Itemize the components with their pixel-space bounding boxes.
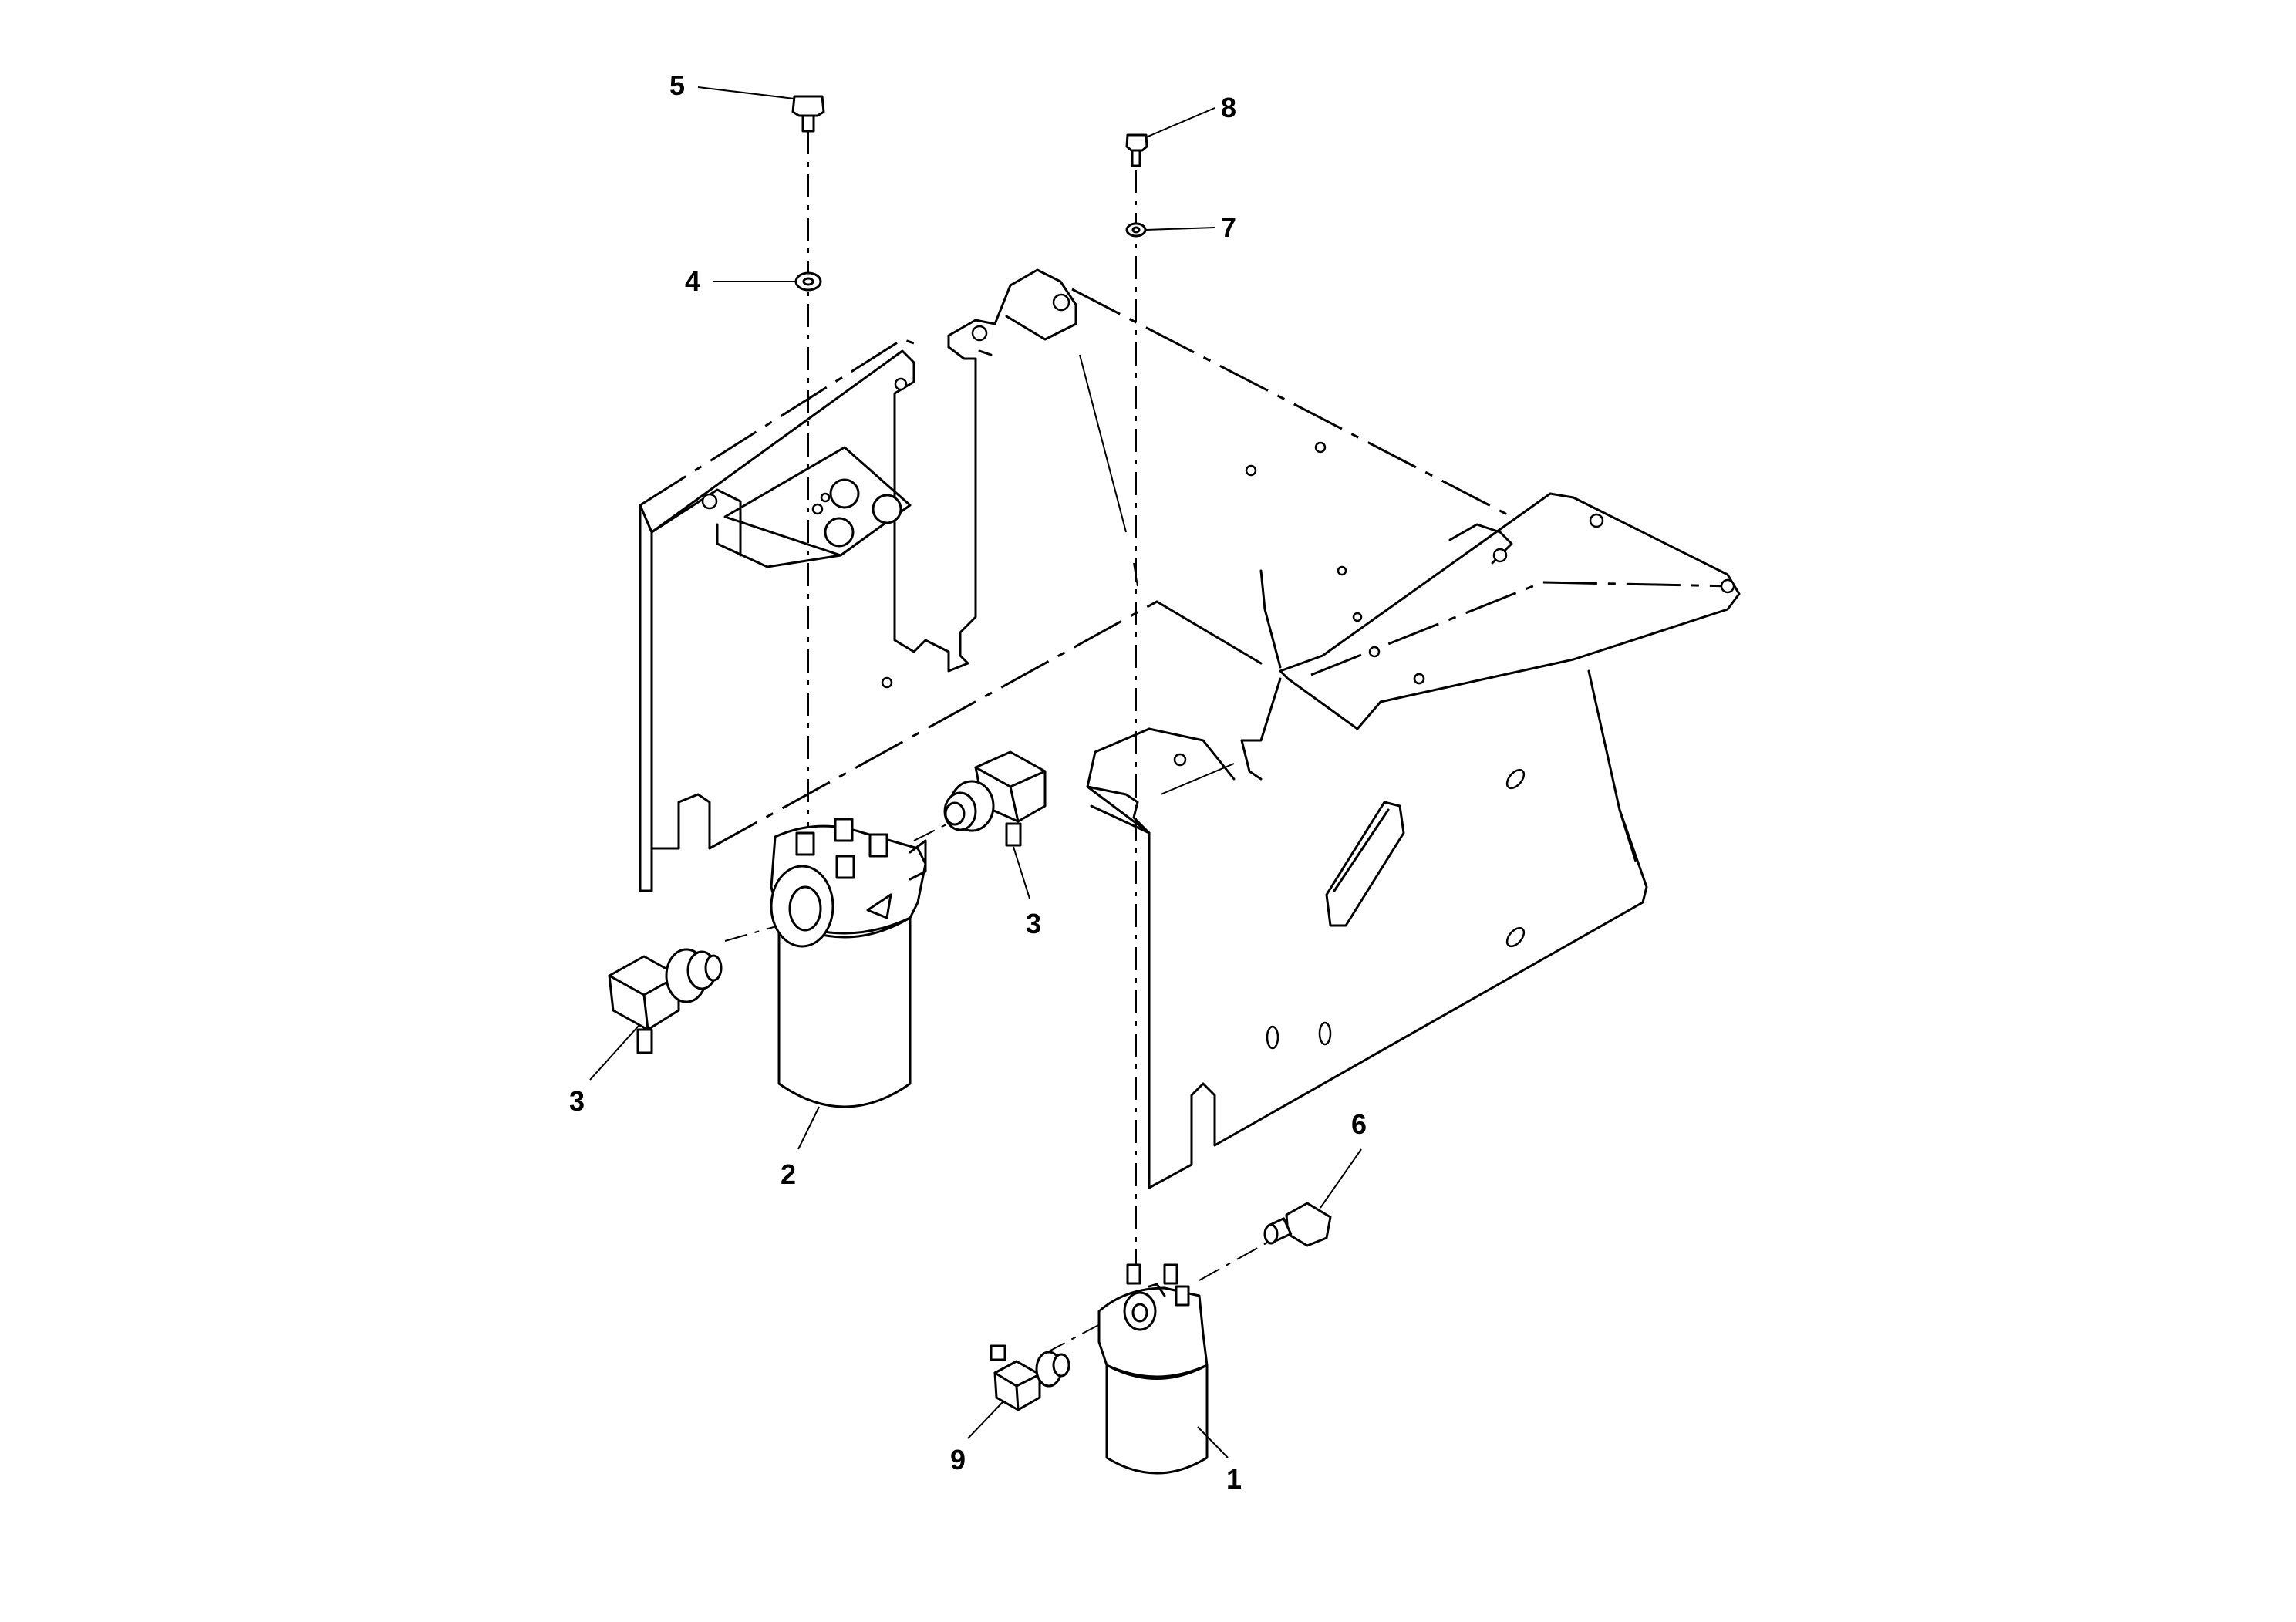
callout-3-upper: 3 — [1026, 908, 1041, 939]
callout-6: 6 — [1351, 1108, 1367, 1140]
main-frame — [947, 268, 1741, 1189]
assembly-axes — [724, 131, 1269, 1358]
elbow-fitting-3-upper — [943, 750, 1047, 847]
bolt-8 — [1125, 133, 1148, 167]
filter-1 — [1097, 1263, 1209, 1475]
callout-1: 1 — [1226, 1463, 1242, 1495]
left-bracket — [639, 338, 1158, 892]
callout-4: 4 — [685, 265, 700, 297]
connector-6 — [1263, 1202, 1332, 1247]
filter-2 — [770, 818, 927, 1108]
washer-4 — [794, 271, 822, 292]
leader-lines — [589, 86, 1362, 1458]
mounting-plate-left — [716, 446, 912, 568]
callout-8: 8 — [1221, 92, 1236, 123]
callout-2: 2 — [781, 1158, 796, 1190]
elbow-fitting-3-lower — [608, 948, 723, 1054]
callout-5: 5 — [669, 69, 685, 101]
callout-9: 9 — [950, 1444, 966, 1475]
callouts: 5 8 7 4 3 3 2 6 9 1 — [569, 69, 1367, 1495]
elbow-fitting-9 — [990, 1344, 1070, 1411]
bolt-5 — [791, 95, 825, 133]
callout-7: 7 — [1221, 211, 1236, 243]
callout-3-lower: 3 — [569, 1085, 585, 1117]
washer-7 — [1125, 222, 1147, 238]
